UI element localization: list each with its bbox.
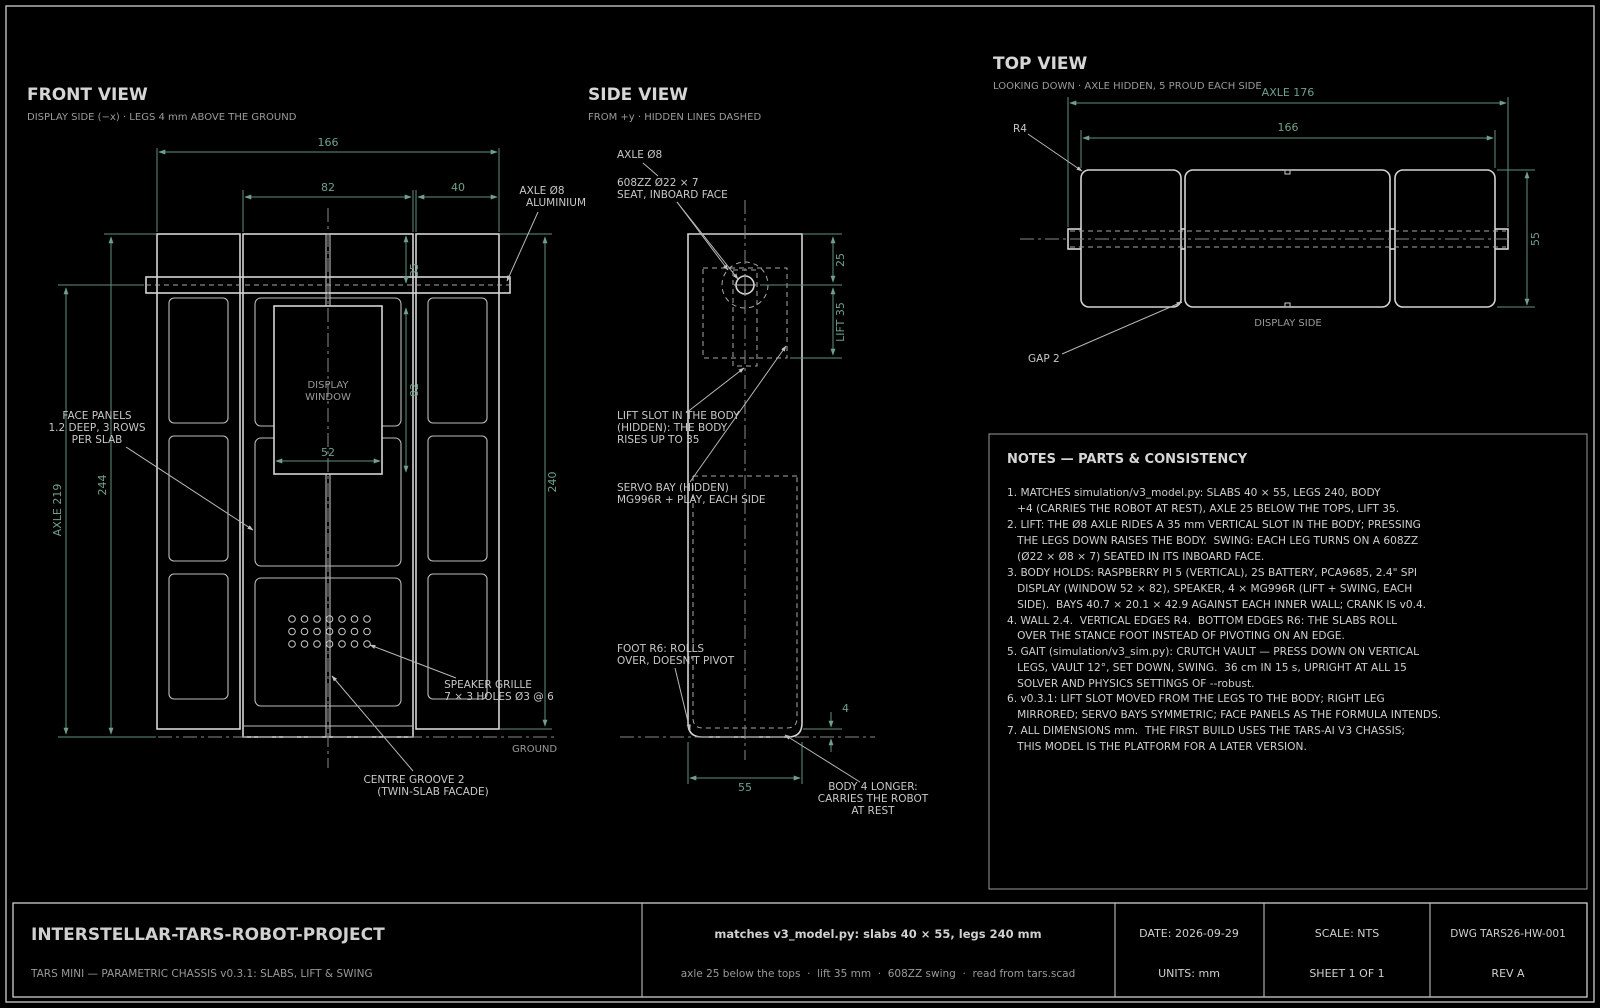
grille-hole <box>350 640 359 648</box>
display-side-label: DISPLAY SIDE <box>1254 318 1322 329</box>
grille-hole <box>338 640 346 648</box>
dim-top-axle: AXLE 176 <box>1262 86 1315 99</box>
face-panel <box>427 297 488 424</box>
face-panel <box>168 297 229 424</box>
notes-box <box>988 433 1588 890</box>
grille-hole <box>313 640 321 648</box>
top-view: TOP VIEW LOOKING DOWN · AXLE HIDDEN, 5 P… <box>993 54 1542 365</box>
ground-label: GROUND <box>512 744 557 755</box>
grille-hole <box>313 627 321 636</box>
face-panel <box>427 573 488 700</box>
grille-hole <box>325 615 334 623</box>
dim-axle-from-top: 35 <box>408 263 421 277</box>
side-view-title: SIDE VIEW <box>588 85 688 105</box>
r4-label: R4 <box>1013 123 1027 135</box>
dim-axle-height: AXLE 219 <box>51 484 64 537</box>
grille-hole <box>300 627 309 636</box>
dwg-field: DWG TARS26-HW-001 <box>1450 928 1566 940</box>
dim-center-width: 82 <box>321 181 335 194</box>
grille-hole <box>325 627 334 636</box>
grille-hole <box>363 627 371 636</box>
speaker-grille <box>288 615 371 648</box>
face-panel <box>427 435 488 562</box>
project-subtitle: TARS MINI — PARAMETRIC CHASSIS v0.3.1: S… <box>30 968 373 980</box>
notes-title: NOTES — PARTS & CONSISTENCY <box>1007 452 1248 467</box>
dim-top-width: 166 <box>1278 121 1299 134</box>
dim-side-lift: LIFT 35 <box>834 302 847 342</box>
grille-hole <box>325 640 334 648</box>
units-field: UNITS: mm <box>1158 967 1220 980</box>
title-block: INTERSTELLAR-TARS-ROBOT-PROJECT TARS MIN… <box>12 902 1588 998</box>
grille-hole <box>288 615 296 623</box>
front-view-subtitle: DISPLAY SIDE (−x) · LEGS 4 mm ABOVE THE … <box>27 112 297 123</box>
top-view-subtitle: LOOKING DOWN · AXLE HIDDEN, 5 PROUD EACH… <box>993 81 1262 92</box>
face-panel <box>168 435 229 562</box>
sheet-border <box>5 5 1595 1003</box>
right-leg-slab <box>415 233 500 730</box>
dim-side-top: 25 <box>834 253 847 267</box>
dim-side-foot: 4 <box>842 702 849 715</box>
side-view: SIDE VIEW FROM +y · HIDDEN LINES DASHED … <box>588 85 929 817</box>
face-panel <box>168 573 229 700</box>
sheet-field: SHEET 1 OF 1 <box>1309 967 1384 980</box>
grille-hole <box>313 615 321 623</box>
dim-side-depth: 55 <box>738 781 752 794</box>
date-field: DATE: 2026-09-29 <box>1139 927 1239 940</box>
grille-hole <box>363 615 371 623</box>
scale-field: SCALE: NTS <box>1315 927 1379 940</box>
side-view-subtitle: FROM +y · HIDDEN LINES DASHED <box>588 112 761 123</box>
grille-hole <box>350 627 359 636</box>
dim-leg-height: 240 <box>546 472 559 493</box>
front-view: FRONT VIEW DISPLAY SIDE (−x) · LEGS 4 mm… <box>27 85 586 798</box>
centre-groove-label: CENTRE GROOVE 2(TWIN-SLAB FACADE) <box>363 774 488 798</box>
rev-field: REV A <box>1491 967 1525 980</box>
grille-hole <box>338 627 346 636</box>
dim-top-depth: 55 <box>1529 232 1542 246</box>
notes-lines: 1. MATCHES simulation/v3_model.py: SLABS… <box>1007 487 1441 753</box>
gap-label: GAP 2 <box>1028 353 1060 365</box>
dim-window-height: 82 <box>408 383 421 397</box>
grille-hole <box>288 627 296 636</box>
dim-leg-width: 40 <box>451 181 465 194</box>
front-view-title: FRONT VIEW <box>27 85 148 105</box>
notes-panel: NOTES — PARTS & CONSISTENCY 1. MATCHES s… <box>988 433 1588 890</box>
grille-hole <box>300 615 309 623</box>
detail-line: axle 25 below the tops · lift 35 mm · 60… <box>681 968 1076 980</box>
side-axle-label: AXLE Ø8 <box>617 149 662 161</box>
grille-hole <box>350 615 359 623</box>
grille-hole <box>363 640 371 648</box>
servo-bay-label: SERVO BAY (HIDDEN)MG996R + PLAY, EACH SI… <box>617 482 766 506</box>
grille-hole <box>300 640 309 648</box>
top-view-title: TOP VIEW <box>993 54 1088 74</box>
left-leg-slab <box>156 233 241 730</box>
dim-body-height: 244 <box>96 475 109 496</box>
match-line: matches v3_model.py: slabs 40 × 55, legs… <box>714 927 1041 942</box>
project-title: INTERSTELLAR-TARS-ROBOT-PROJECT <box>31 925 385 945</box>
grille-hole <box>288 640 296 648</box>
dim-overall-width: 166 <box>318 136 339 149</box>
grille-hole <box>338 615 346 623</box>
